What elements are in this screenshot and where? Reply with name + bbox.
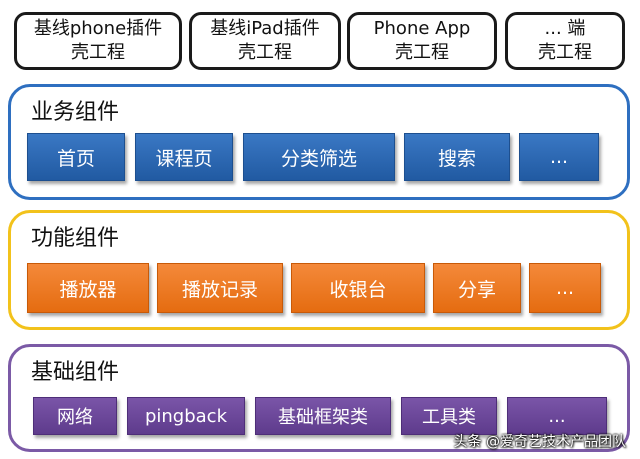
component-pingback: pingback	[127, 397, 245, 435]
shell-line1: 基线iPad插件	[210, 18, 320, 39]
shell-line2: 壳工程	[238, 42, 292, 63]
function-layer: 功能组件 播放器 播放记录 收银台 分享 ...	[8, 210, 630, 330]
component-category-filter: 分类筛选	[243, 133, 395, 181]
component-play-history: 播放记录	[157, 263, 283, 313]
shell-line1: 基线phone插件	[33, 18, 163, 39]
shell-project-phone-plugin: 基线phone插件 壳工程	[14, 12, 182, 70]
component-tools: 工具类	[401, 397, 497, 435]
component-player: 播放器	[27, 263, 149, 313]
component-search: 搜索	[404, 133, 510, 181]
component-more: ...	[519, 133, 599, 181]
component-more: ...	[529, 263, 601, 313]
shell-line1: ... 端	[544, 18, 586, 39]
shell-line1: Phone App	[373, 18, 471, 39]
shell-project-other: ... 端 壳工程	[505, 12, 625, 70]
business-layer: 业务组件 首页 课程页 分类筛选 搜索 ...	[8, 84, 630, 200]
component-checkout: 收银台	[291, 263, 425, 313]
shell-line2: 壳工程	[395, 42, 449, 63]
watermark: 头条 @爱奇艺技术产品团队	[453, 434, 626, 450]
base-layer: 基础组件 网络 pingback 基础框架类 工具类 ...	[8, 344, 630, 452]
business-layer-title: 业务组件	[31, 100, 120, 125]
component-home: 首页	[27, 133, 125, 181]
shell-project-phone-app: Phone App 壳工程	[347, 12, 497, 70]
shell-project-ipad-plugin: 基线iPad插件 壳工程	[189, 12, 341, 70]
component-network: 网络	[33, 397, 117, 435]
shell-line2: 壳工程	[538, 42, 592, 63]
component-share: 分享	[433, 263, 521, 313]
component-more: ...	[507, 397, 607, 435]
base-layer-title: 基础组件	[31, 360, 120, 385]
function-layer-title: 功能组件	[31, 226, 120, 251]
component-base-framework: 基础框架类	[255, 397, 391, 435]
shell-line2: 壳工程	[71, 42, 125, 63]
component-course-page: 课程页	[135, 133, 233, 181]
